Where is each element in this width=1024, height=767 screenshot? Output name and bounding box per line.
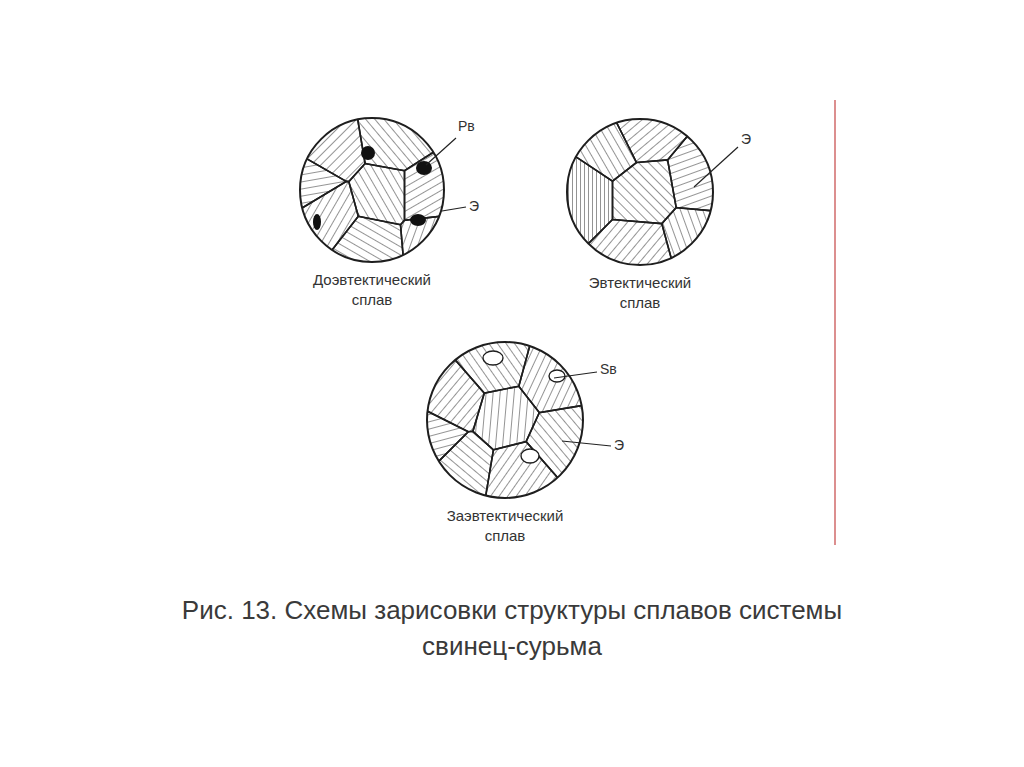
structure-circle: Эвтектический сплав bbox=[567, 119, 713, 317]
figure-caption: Рис. 13. Схемы зарисовки структуры сплав… bbox=[162, 592, 862, 664]
structure-circle: Заэвтектический сплав bbox=[427, 342, 583, 550]
phase-callout: Э bbox=[741, 131, 751, 147]
alloy-label: Доэвтектический сплав bbox=[297, 270, 447, 310]
structure-circle: Доэвтектический сплав bbox=[297, 118, 447, 314]
phase-callout: Sв bbox=[600, 361, 617, 377]
margin-line bbox=[834, 100, 836, 545]
phase-callout: Рв bbox=[458, 118, 475, 134]
alloy-label: Заэвтектический сплав bbox=[430, 506, 580, 546]
phase-callout: Э bbox=[614, 437, 624, 453]
grain-structure bbox=[290, 108, 723, 508]
leader-lines bbox=[426, 138, 738, 446]
phase-callout: Э bbox=[469, 198, 479, 214]
alloy-label: Эвтектический сплав bbox=[570, 273, 710, 313]
